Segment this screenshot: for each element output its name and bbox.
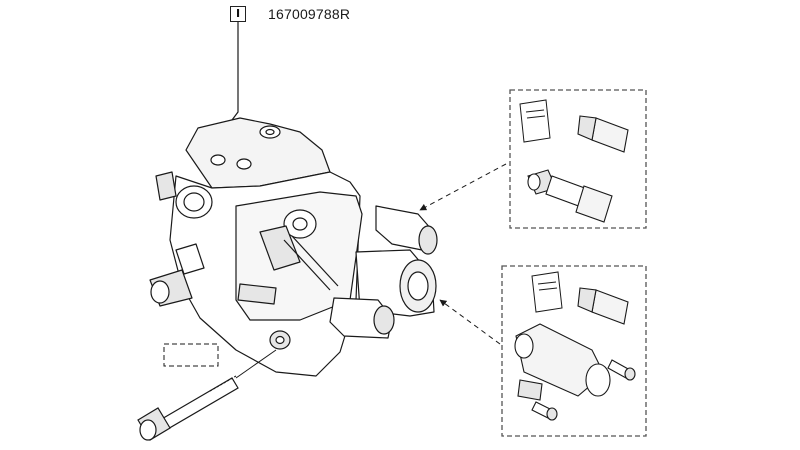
- blank-callout-box: [163, 343, 219, 367]
- part-reference-marker: I: [230, 6, 246, 22]
- bolt-leader-line: [235, 349, 277, 379]
- kit-box-sensor[interactable]: [509, 89, 647, 229]
- reference-leader-line: [231, 22, 239, 121]
- booklet-icon: [519, 99, 551, 143]
- part-number-label[interactable]: 167009788R: [268, 6, 351, 22]
- pump-icon[interactable]: [149, 117, 438, 377]
- sensor-icon: [527, 169, 613, 223]
- valve-icon: [514, 323, 611, 401]
- screw-icon: [531, 359, 636, 421]
- arrow-kit-sensor: [419, 163, 507, 211]
- bolt-icon[interactable]: [137, 375, 239, 441]
- booklet-icon: [531, 271, 563, 313]
- grease-tube-icon: [577, 115, 629, 153]
- grease-tube-icon: [577, 287, 629, 325]
- arrow-kit-valve: [439, 299, 501, 345]
- kit-box-valve[interactable]: [501, 265, 647, 437]
